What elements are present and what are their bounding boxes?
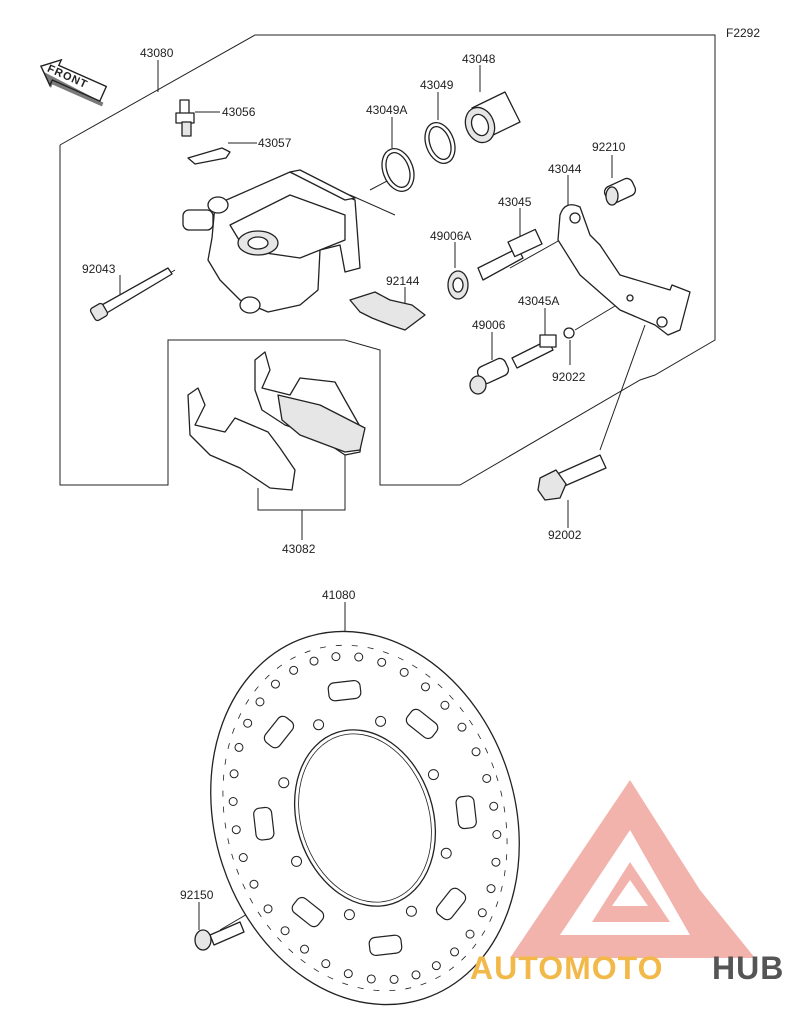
disc-hole — [354, 652, 364, 662]
slide-pin-a-part — [511, 334, 557, 369]
label-43049a: 43049A — [366, 103, 408, 117]
circlip-part — [563, 327, 575, 339]
disc-hole — [280, 926, 290, 936]
disc-hole — [228, 796, 238, 806]
diagram-code: F2292 — [726, 26, 761, 40]
bleed-cap-part — [187, 147, 231, 165]
disc-mount-hole — [375, 715, 387, 727]
disc-hole — [234, 742, 244, 752]
watermark-logo — [510, 780, 755, 958]
label-92144: 92144 — [386, 274, 420, 288]
disc-hole — [471, 747, 481, 757]
label-43045a: 43045A — [518, 294, 560, 308]
mount-bolt-part — [537, 454, 607, 501]
label-43082: 43082 — [282, 542, 316, 556]
disc-hole — [486, 884, 496, 894]
disc-hole — [321, 959, 331, 969]
disc-hole — [238, 853, 248, 863]
disc-mount-hole — [313, 719, 325, 731]
disc-hole — [249, 879, 259, 889]
disc-hole — [411, 970, 421, 980]
disc-mount-hole — [405, 905, 417, 917]
disc-holes — [228, 652, 502, 984]
label-92043: 92043 — [82, 262, 116, 276]
disc-hole — [243, 718, 253, 728]
disc-slot — [435, 887, 467, 921]
caliper-body-part — [182, 169, 361, 314]
label-43048: 43048 — [462, 52, 496, 66]
boot-49006a-part — [447, 270, 469, 300]
watermark-text-left: AUTOMOTO — [470, 950, 664, 986]
disc-mount-hole — [427, 769, 439, 781]
brake-pads-part — [187, 351, 366, 491]
assembly-outline — [59, 34, 716, 486]
disc-hole — [270, 679, 280, 689]
label-92150: 92150 — [180, 888, 214, 902]
disc-hole — [255, 697, 265, 707]
disc-hole — [377, 657, 387, 667]
disc-hole — [300, 944, 310, 954]
boot-49006-part — [469, 357, 510, 395]
label-41080: 41080 — [322, 588, 356, 602]
disc-hole — [309, 656, 319, 666]
disc-hole — [492, 830, 502, 840]
disc-hole — [231, 825, 241, 835]
piston-part — [464, 91, 521, 144]
disc-hole — [229, 769, 239, 779]
label-43080: 43080 — [140, 46, 174, 60]
disc-hole — [431, 961, 441, 971]
disc-hole — [399, 667, 409, 677]
disc-hole — [482, 773, 492, 783]
disc-slot — [291, 896, 325, 928]
disc-hole — [477, 908, 487, 918]
watermark-text-right: HUB — [712, 950, 785, 986]
label-49006a: 49006A — [430, 229, 472, 243]
disc-hole — [491, 857, 501, 867]
disc-hole — [420, 682, 430, 692]
disc-hole — [289, 665, 299, 675]
disc-hole — [343, 969, 353, 979]
label-43044: 43044 — [548, 162, 582, 176]
disc-hole — [366, 974, 376, 984]
disc-hole — [465, 929, 475, 939]
disc-hole — [331, 652, 341, 662]
disc-hole — [489, 801, 499, 811]
label-49006: 49006 — [472, 318, 506, 332]
pad-spring-part — [349, 291, 426, 331]
slide-pin-part — [477, 228, 543, 281]
front-arrow-icon — [39, 58, 108, 107]
label-92022: 92022 — [552, 370, 586, 384]
label-43045: 43045 — [498, 195, 532, 209]
bleed-valve-part — [175, 99, 195, 137]
disc-hole — [440, 700, 450, 710]
disc-mount-hole — [291, 855, 303, 867]
disc-mount-hole — [440, 847, 452, 859]
label-43049: 43049 — [420, 78, 454, 92]
disc-slot — [327, 679, 362, 702]
disc-hole — [389, 974, 399, 984]
label-92002: 92002 — [548, 528, 582, 542]
disc-mount-hole — [343, 909, 355, 921]
disc-hole — [450, 947, 460, 957]
label-92210: 92210 — [592, 140, 626, 154]
disc-mount-hole — [278, 777, 290, 789]
disc-hole — [263, 904, 273, 914]
disc-hole — [457, 722, 467, 732]
sleeve-part — [603, 177, 637, 206]
disc-slot — [405, 708, 439, 740]
label-43057: 43057 — [258, 136, 292, 150]
disc-bolt-part — [194, 921, 245, 951]
caliper-bracket-part — [557, 204, 691, 336]
disc-slot — [263, 715, 295, 749]
caliper-pin-part — [89, 267, 173, 322]
disc-slot — [455, 795, 477, 830]
label-43056: 43056 — [222, 105, 256, 119]
disc-slot — [253, 806, 275, 841]
disc-slot — [368, 934, 403, 957]
